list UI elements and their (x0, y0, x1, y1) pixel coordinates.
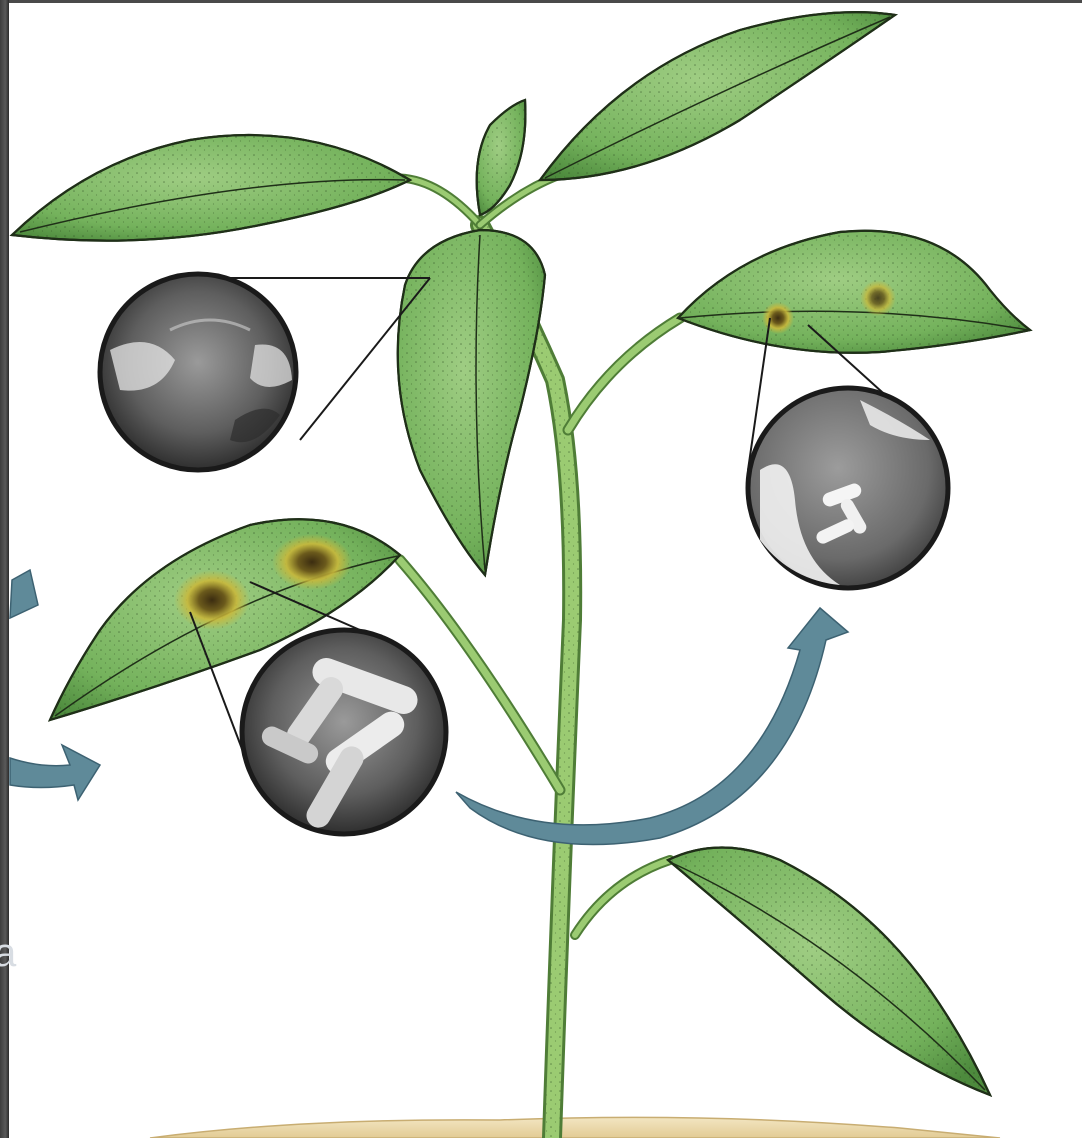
lesion (272, 534, 352, 590)
lesion (762, 302, 794, 334)
top-border (0, 0, 1082, 3)
micrograph-circle-icon (242, 630, 446, 834)
lesion (860, 280, 896, 316)
leaf-top-left (12, 135, 410, 241)
lesion (174, 570, 250, 630)
micrograph-circle-icon (748, 388, 948, 588)
soil (150, 1117, 1000, 1138)
leaf-center (398, 230, 545, 575)
leaf-top-right (540, 12, 895, 180)
leaf-bottom-right (668, 848, 990, 1096)
edge-text-fragment: a (0, 933, 16, 973)
micrograph-circle-icon (100, 274, 296, 470)
curved-arrow-icon (10, 745, 100, 800)
curved-arrow-icon (10, 570, 38, 618)
leaf-right-infected (678, 231, 1030, 353)
